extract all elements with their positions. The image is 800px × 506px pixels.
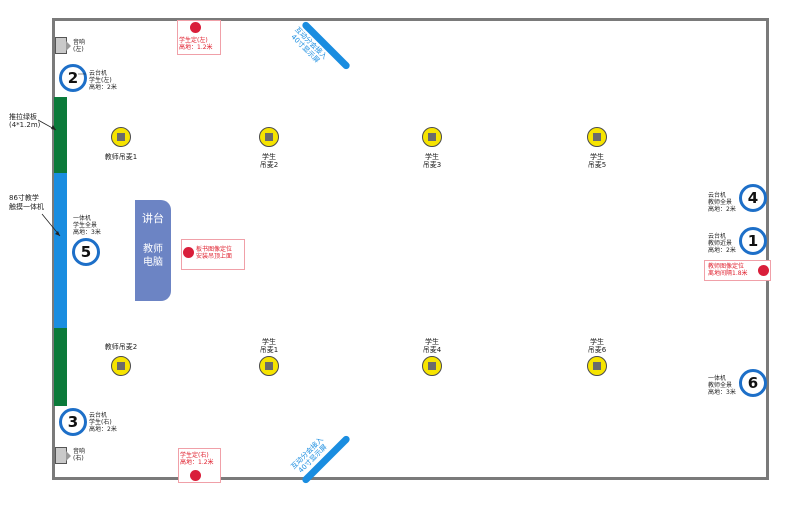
student-mic-3-label: 学生吊麦3	[422, 153, 442, 169]
podium-pc: 教师电脑	[143, 244, 163, 268]
teacher-mic-1-icon	[111, 127, 131, 147]
student-mic-4-icon	[422, 356, 442, 376]
student-mic-1-icon	[259, 356, 279, 376]
classroom-wall	[52, 18, 769, 480]
student-mic-6-icon	[587, 356, 607, 376]
student-mic-6-label: 学生吊麦6	[587, 338, 607, 354]
student-mic-5-label: 学生吊麦5	[587, 153, 607, 169]
camera-2-label: 云台机学生(左)高地：2米	[89, 70, 117, 91]
camera-3-label: 云台机学生(右)高地：2米	[89, 412, 117, 433]
touch-screen	[54, 173, 67, 328]
locator-board-label: 板书图像定位安装吊顶上面	[196, 246, 233, 260]
camera-5-label: 一体机学生全景高地：3米	[73, 215, 101, 236]
camera-2: 2	[59, 64, 87, 92]
locator-teacher-box	[704, 260, 771, 281]
speaker-left-label: 音响(左)	[73, 39, 86, 53]
locator-board-icon	[183, 247, 194, 258]
teacher-mic-2-label: 教师吊麦2	[104, 343, 138, 351]
teacher-mic-1-label: 教师吊麦1	[104, 153, 138, 161]
locator-top-label: 学生定(左)高地：1.2米	[179, 37, 213, 51]
locator-bottom-label: 学生定(右)高地：1.2米	[180, 452, 214, 466]
locator-top-icon	[190, 22, 201, 33]
speaker-right-icon	[55, 447, 71, 464]
camera-4-label: 云台机教师全景高地：2米	[708, 192, 736, 213]
green-board-upper	[54, 97, 67, 173]
student-mic-5-icon	[587, 127, 607, 147]
camera-6: 6	[739, 369, 767, 397]
camera-1-label: 云台机教师近景高地：2米	[708, 233, 736, 254]
student-mic-2-icon	[259, 127, 279, 147]
student-mic-3-icon	[422, 127, 442, 147]
camera-3: 3	[59, 408, 87, 436]
camera-6-label: 一体机教师全景高地：3米	[708, 375, 736, 396]
board-label: 推拉绿板(4*1.2m)	[9, 113, 41, 129]
student-mic-1-label: 学生吊麦1	[259, 338, 279, 354]
speaker-right-label: 音响(右)	[73, 448, 86, 462]
camera-5: 5	[72, 238, 100, 266]
podium	[135, 200, 171, 301]
locator-teacher-icon	[758, 265, 769, 276]
speaker-left-icon	[55, 37, 71, 54]
locator-bottom-icon	[190, 470, 201, 481]
camera-1: 1	[739, 227, 767, 255]
camera-4: 4	[739, 184, 767, 212]
touch-label: 86寸教学触摸一体机	[9, 194, 44, 211]
green-board-lower	[54, 328, 67, 406]
student-mic-4-label: 学生吊麦4	[422, 338, 442, 354]
teacher-mic-2-icon	[111, 356, 131, 376]
podium-title: 讲台	[142, 212, 164, 225]
student-mic-2-label: 学生吊麦2	[259, 153, 279, 169]
locator-teacher-label: 教师图像定位离地间隔1.8米	[708, 263, 748, 277]
